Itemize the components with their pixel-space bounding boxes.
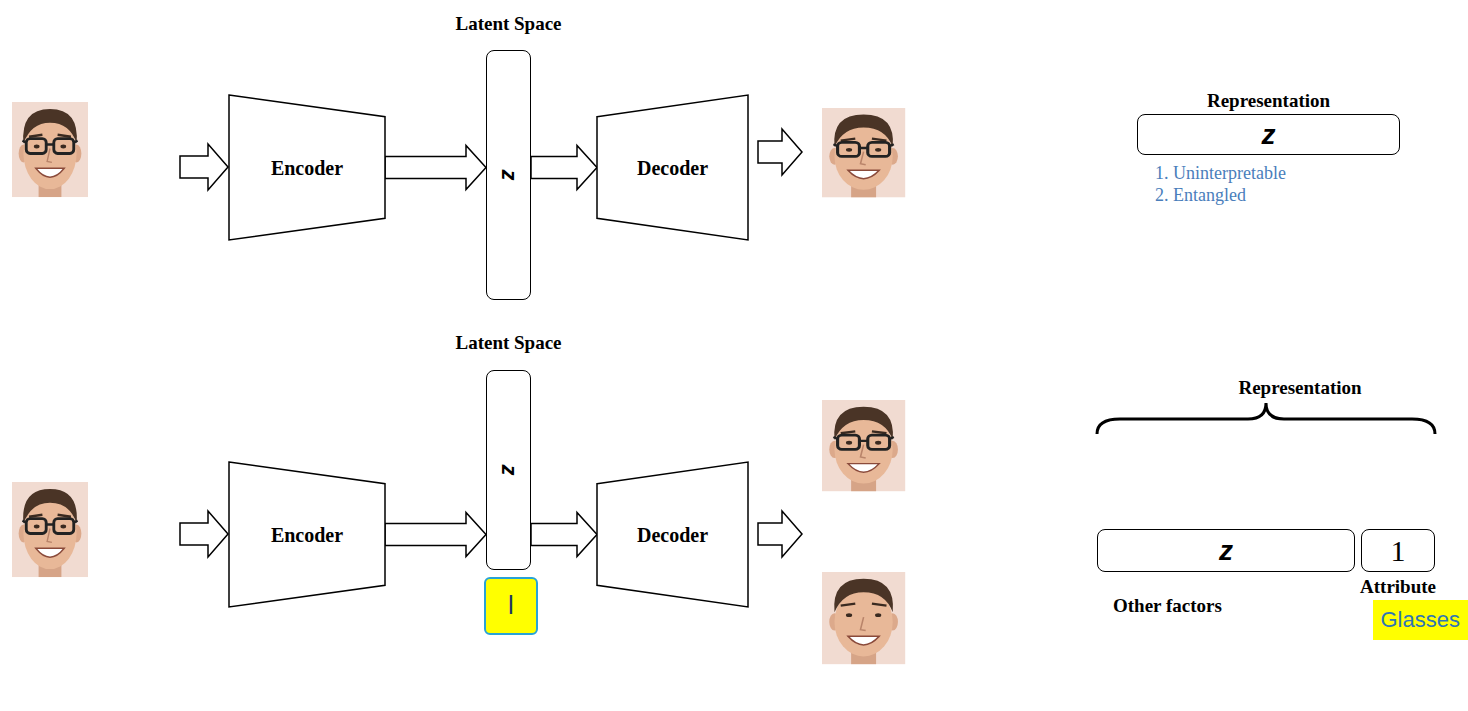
- latent-symbol: z: [1262, 118, 1276, 150]
- factor-caption: Other factors: [1113, 595, 1222, 617]
- highlight-tag: Glasses: [1373, 600, 1468, 640]
- output-face-without-glasses: [822, 572, 905, 664]
- encoder-block: Encoder: [229, 462, 385, 607]
- glasses-drawing: [833, 435, 893, 449]
- block-arrow: [531, 146, 597, 190]
- attribute-box: 1Attribute: [1361, 529, 1435, 572]
- trapezoid-shape: [597, 462, 748, 607]
- block-arrow: [385, 146, 486, 190]
- latent-symbol: z: [496, 170, 521, 181]
- curly-brace: [1097, 403, 1435, 434]
- glasses-drawing: [22, 139, 77, 154]
- face-image: [12, 102, 88, 197]
- latent-heading: Latent Space: [455, 332, 561, 354]
- latent-vector: Latent Spacez: [486, 50, 531, 300]
- trapezoid-shape: [229, 462, 385, 607]
- latent-heading: Latent Space: [455, 13, 561, 35]
- face-image: [822, 108, 905, 197]
- attribute-symbol: l: [508, 591, 514, 621]
- representation-box: Representationz: [1137, 114, 1400, 154]
- glasses-drawing: [22, 519, 77, 534]
- glasses-drawing: [833, 142, 893, 156]
- attribute-value: 1: [1391, 533, 1406, 568]
- latent-symbol: z: [496, 465, 521, 476]
- output-arrow: [758, 511, 802, 557]
- latent-vector: Latent Spacez: [486, 370, 531, 570]
- representation-heading: Representation: [1238, 377, 1361, 399]
- trapezoid-shape: [597, 95, 748, 240]
- latent-symbol: z: [1219, 534, 1233, 566]
- block-arrow: [385, 513, 486, 557]
- block-label: Decoder: [637, 523, 708, 546]
- encoder-block: Encoder: [229, 95, 385, 240]
- trapezoid-shape: [229, 95, 385, 240]
- decoder-block: Decoder: [597, 95, 748, 240]
- output-face-with-glasses: [822, 400, 905, 491]
- face-image: [822, 400, 905, 491]
- block-label: Encoder: [271, 523, 343, 546]
- property-note: 1. Uninterpretable: [1155, 163, 1286, 184]
- attribute-caption: Attribute: [1360, 576, 1436, 598]
- block-label: Encoder: [271, 156, 343, 179]
- face-image: [822, 572, 905, 664]
- representation-heading: Representation: [1207, 90, 1330, 112]
- decoder-block: Decoder: [597, 462, 748, 607]
- property-note: 2. Entangled: [1155, 185, 1246, 206]
- output-face: [822, 108, 905, 197]
- attribute-slot: l: [484, 577, 538, 635]
- block-arrow: [531, 513, 597, 557]
- input-face: [12, 102, 88, 197]
- input-arrow: [180, 144, 228, 190]
- input-face: [12, 482, 88, 577]
- factor-box: zOther factors: [1097, 529, 1355, 572]
- face-image: [12, 482, 88, 577]
- input-arrow: [180, 511, 228, 557]
- block-label: Decoder: [637, 156, 708, 179]
- output-arrow: [758, 129, 802, 175]
- attribute-name: Glasses: [1381, 607, 1460, 632]
